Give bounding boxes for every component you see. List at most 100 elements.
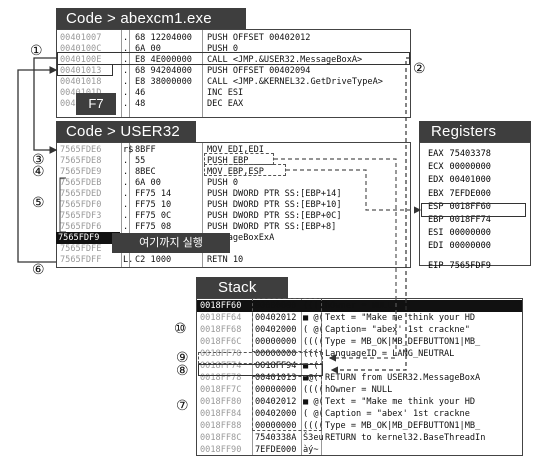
stack-address: 0018FF8C <box>200 433 242 443</box>
code-instruction: PUSH DWORD PTR SS:[EBP+14] <box>207 189 342 199</box>
code-hex-bytes: 6A 00 <box>135 178 161 188</box>
code-instruction: PUSH EBP <box>207 156 249 166</box>
code-marker: . <box>123 88 129 98</box>
code-instruction: PUSH DWORD PTR SS:[EBP+10] <box>207 200 342 210</box>
register-value: 00000000 <box>449 162 491 173</box>
code-marker: . <box>123 200 129 210</box>
stack-row[interactable]: 0018FF64 00402012 ■ @(Text = "Make me thin… <box>197 312 522 324</box>
code-hex-bytes: E8 4E000000 <box>135 55 192 65</box>
stack-address: 0018FF84 <box>200 409 242 419</box>
return-address-highlight <box>57 64 113 76</box>
stack-title: Stack <box>196 277 288 298</box>
code-instruction: MessageBoxExA <box>207 233 275 243</box>
stack-comment: Text = "Make me think your HD <box>325 313 476 323</box>
code-hex-bytes: 46 <box>135 88 146 98</box>
return-address-stack-highlight <box>198 364 323 376</box>
register-value: 7EFDE000 <box>449 188 491 199</box>
stack-comment: LanguageID = LANG_NEUTRAL <box>325 349 455 359</box>
code-address: 7565FDE6 <box>60 145 102 155</box>
stack-address: 0018FF90 <box>200 445 242 455</box>
stack-address: 0018FF78 <box>200 373 242 383</box>
code-hex-bytes: FF75 14 <box>135 189 172 199</box>
callout-2: ② <box>413 60 426 76</box>
stack-address: 0018FF70 <box>200 349 242 359</box>
saved-ebp-stack-highlight <box>198 352 323 364</box>
register-value: 00000000 <box>449 241 491 252</box>
registers-title: Registers <box>419 121 531 142</box>
stack-address: 0018FF64 <box>200 313 242 323</box>
code-instruction: INC ESI <box>207 88 244 98</box>
stack-value: 00000000 <box>255 421 297 431</box>
stack-ascii: àý~ <box>303 445 319 455</box>
stack-value: 7540338A <box>255 433 297 443</box>
stack-ascii: ■ @( <box>303 313 324 323</box>
stack-value: 00402012 <box>255 313 297 323</box>
code-window-abexcm1-title: Code > abexcm1.exe <box>56 8 246 29</box>
code-address: 7565FDED <box>60 189 102 199</box>
stack-comment: Caption = "abex' 1st crackne <box>325 409 470 419</box>
stack-ascii: ■ ( <box>303 361 319 371</box>
callout-3: ③ <box>32 151 45 167</box>
callout-9: ⑨ <box>176 349 189 365</box>
code-address: 7565FDFE <box>60 244 102 254</box>
stack-address: 0018FF6C <box>200 337 242 347</box>
code-address: 7565FDE8 <box>60 156 102 166</box>
stack-value: 00401013 <box>255 373 297 383</box>
stack-value: 00402000 <box>255 409 297 419</box>
code-marker: L. <box>123 255 134 265</box>
code-instruction: RETN 10 <box>207 255 244 265</box>
register-value: 7565FDF9 <box>449 260 491 271</box>
code-hex-bytes: FF75 08 <box>135 222 172 232</box>
stack-value: 00000000 <box>255 301 297 311</box>
code-address: 7565FDE9 <box>60 167 102 177</box>
code-marker: . <box>123 66 129 76</box>
code-address: 0040100C <box>60 44 102 54</box>
code-instruction: PUSH DWORD PTR SS:[EBP+8] <box>207 222 337 232</box>
code-marker: r$ <box>123 145 134 155</box>
callout-7: ⑦ <box>176 397 189 413</box>
code-instruction: PUSH 0 <box>207 178 239 188</box>
stack-comment: hOwner = NULL <box>325 301 393 311</box>
code-instruction: PUSH OFFSET 00402094 <box>207 66 311 76</box>
code-hex-bytes: C2 1000 <box>135 255 172 265</box>
code-hex-bytes: FF75 0C <box>135 211 172 221</box>
